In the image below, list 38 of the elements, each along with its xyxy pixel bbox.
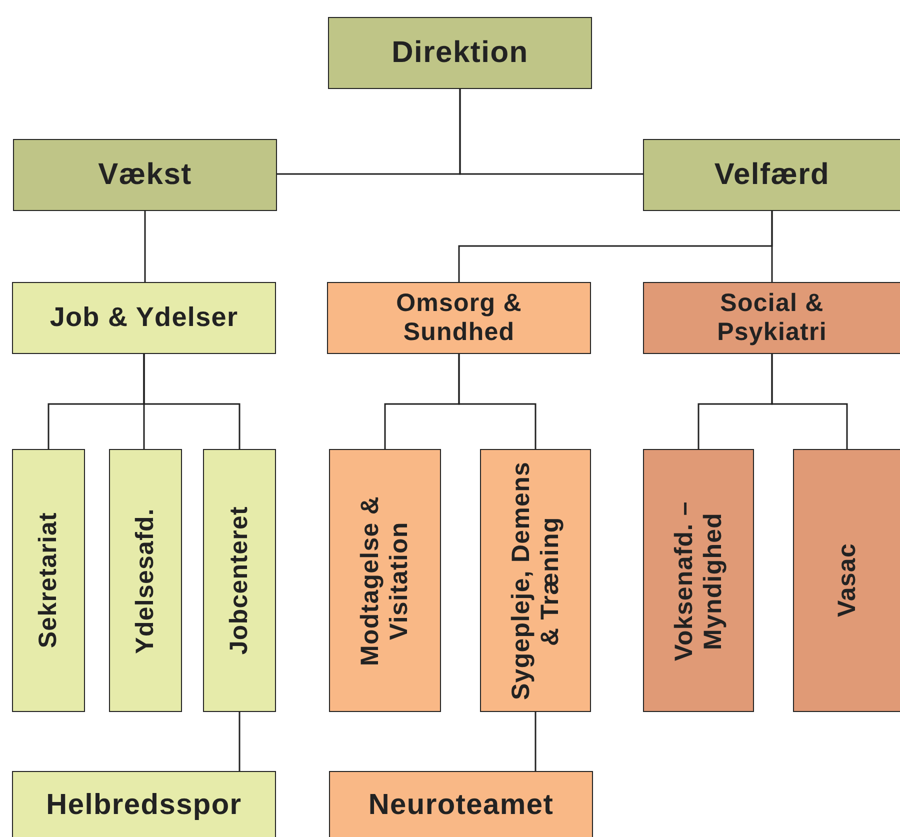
unit-name: Modtagelse & Visitation <box>356 494 414 668</box>
org-unit-box <box>643 139 900 211</box>
unit-name: Vasac <box>832 543 862 618</box>
org-unit-box <box>203 449 276 712</box>
org-unit-box <box>328 17 592 89</box>
unit-name: Social & Psykiatri <box>716 289 828 347</box>
org-unit-box <box>643 282 900 354</box>
unit-name: Neuroteamet <box>367 789 555 823</box>
unit-name: Direktion <box>390 36 530 70</box>
unit-name: Jobcenteret <box>225 506 254 655</box>
connector-line <box>458 354 536 449</box>
org-unit-box <box>480 449 591 712</box>
connector-line <box>771 211 773 282</box>
unit-name: Vækst <box>97 158 193 192</box>
org-unit-box <box>109 449 182 712</box>
org-unit-box <box>327 282 591 354</box>
org-unit-box <box>793 449 900 712</box>
connector-line <box>771 354 848 449</box>
unit-name: Sekretariat <box>34 512 63 649</box>
connector-line <box>238 712 240 771</box>
unit-name: Voksenafd. – Myndighed <box>670 500 728 663</box>
unit-name: Ydelsesafd. <box>131 508 160 654</box>
org-unit-box <box>12 282 276 354</box>
connector-line <box>534 712 536 771</box>
unit-name: Helbredsspor <box>45 789 243 823</box>
unit-name: Sygepleje, Demens & Træning <box>506 460 564 700</box>
org-unit-box <box>329 771 593 837</box>
unit-name: Velfærd <box>713 158 831 192</box>
unit-name: Job & Ydelser <box>48 302 240 334</box>
org-unit-box <box>643 449 754 712</box>
org-unit-box <box>12 771 276 837</box>
connector-line <box>143 354 240 449</box>
connector-line <box>144 211 146 282</box>
org-unit-box <box>329 449 441 712</box>
unit-name: Omsorg & Sundhed <box>395 289 523 347</box>
org-unit-box <box>12 449 85 712</box>
org-unit-box <box>13 139 277 211</box>
connector-line <box>459 89 643 175</box>
